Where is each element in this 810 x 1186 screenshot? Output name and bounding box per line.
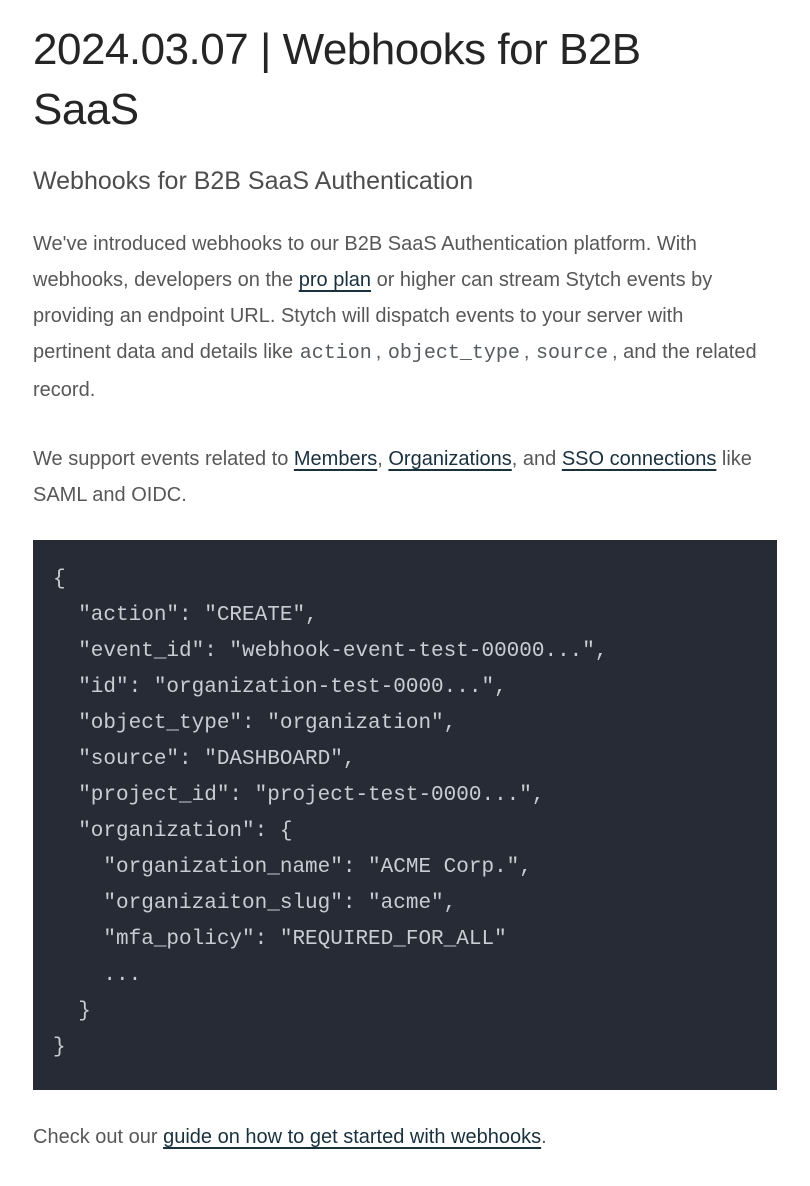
outro-text-1: Check out our [33,1126,164,1148]
intro-text-3: , [375,341,387,363]
pro-plan-link[interactable]: pro plan [298,269,372,291]
code-block: { "action": "CREATE", "event_id": "webho… [33,540,777,1090]
intro-text-1: We've introduced webhooks to our B2B Saa… [33,233,697,291]
members-link[interactable]: Members [293,448,378,470]
intro-text-2: or higher can stream Stytch events by pr… [33,269,713,363]
page-subtitle: Webhooks for B2B SaaS Authentication [33,167,474,195]
webhooks-guide-link[interactable]: guide on how to get started with webhook… [163,1126,542,1148]
events-text-2: , [377,448,389,470]
article-content: 2024.03.07 | Webhooks for B2B SaaS Webho… [33,20,777,1155]
sso-connections-link[interactable]: SSO connections [561,448,717,470]
inline-code-action: action [299,342,372,365]
intro-text-5: , and the related record. [33,341,757,401]
organizations-link[interactable]: Organizations [388,448,512,470]
outro-paragraph: Check out our guide on how to get starte… [33,1119,763,1155]
events-text-1: We support events related to [33,448,294,470]
events-text-4: like SAML and OIDC. [33,448,752,506]
events-paragraph: We support events related to Members, Or… [33,441,763,513]
intro-text-4: , [523,341,536,363]
inline-code-source: source [536,342,609,365]
events-text-3: , and [511,448,562,470]
code-block-json: { "action": "CREATE", "event_id": "webho… [53,568,608,1059]
page-title: 2024.03.07 | Webhooks for B2B SaaS [33,25,641,134]
intro-paragraph: We've introduced webhooks to our B2B Saa… [33,226,763,408]
inline-code-object-type: object_type [387,342,520,365]
outro-text-2: . [541,1126,547,1148]
